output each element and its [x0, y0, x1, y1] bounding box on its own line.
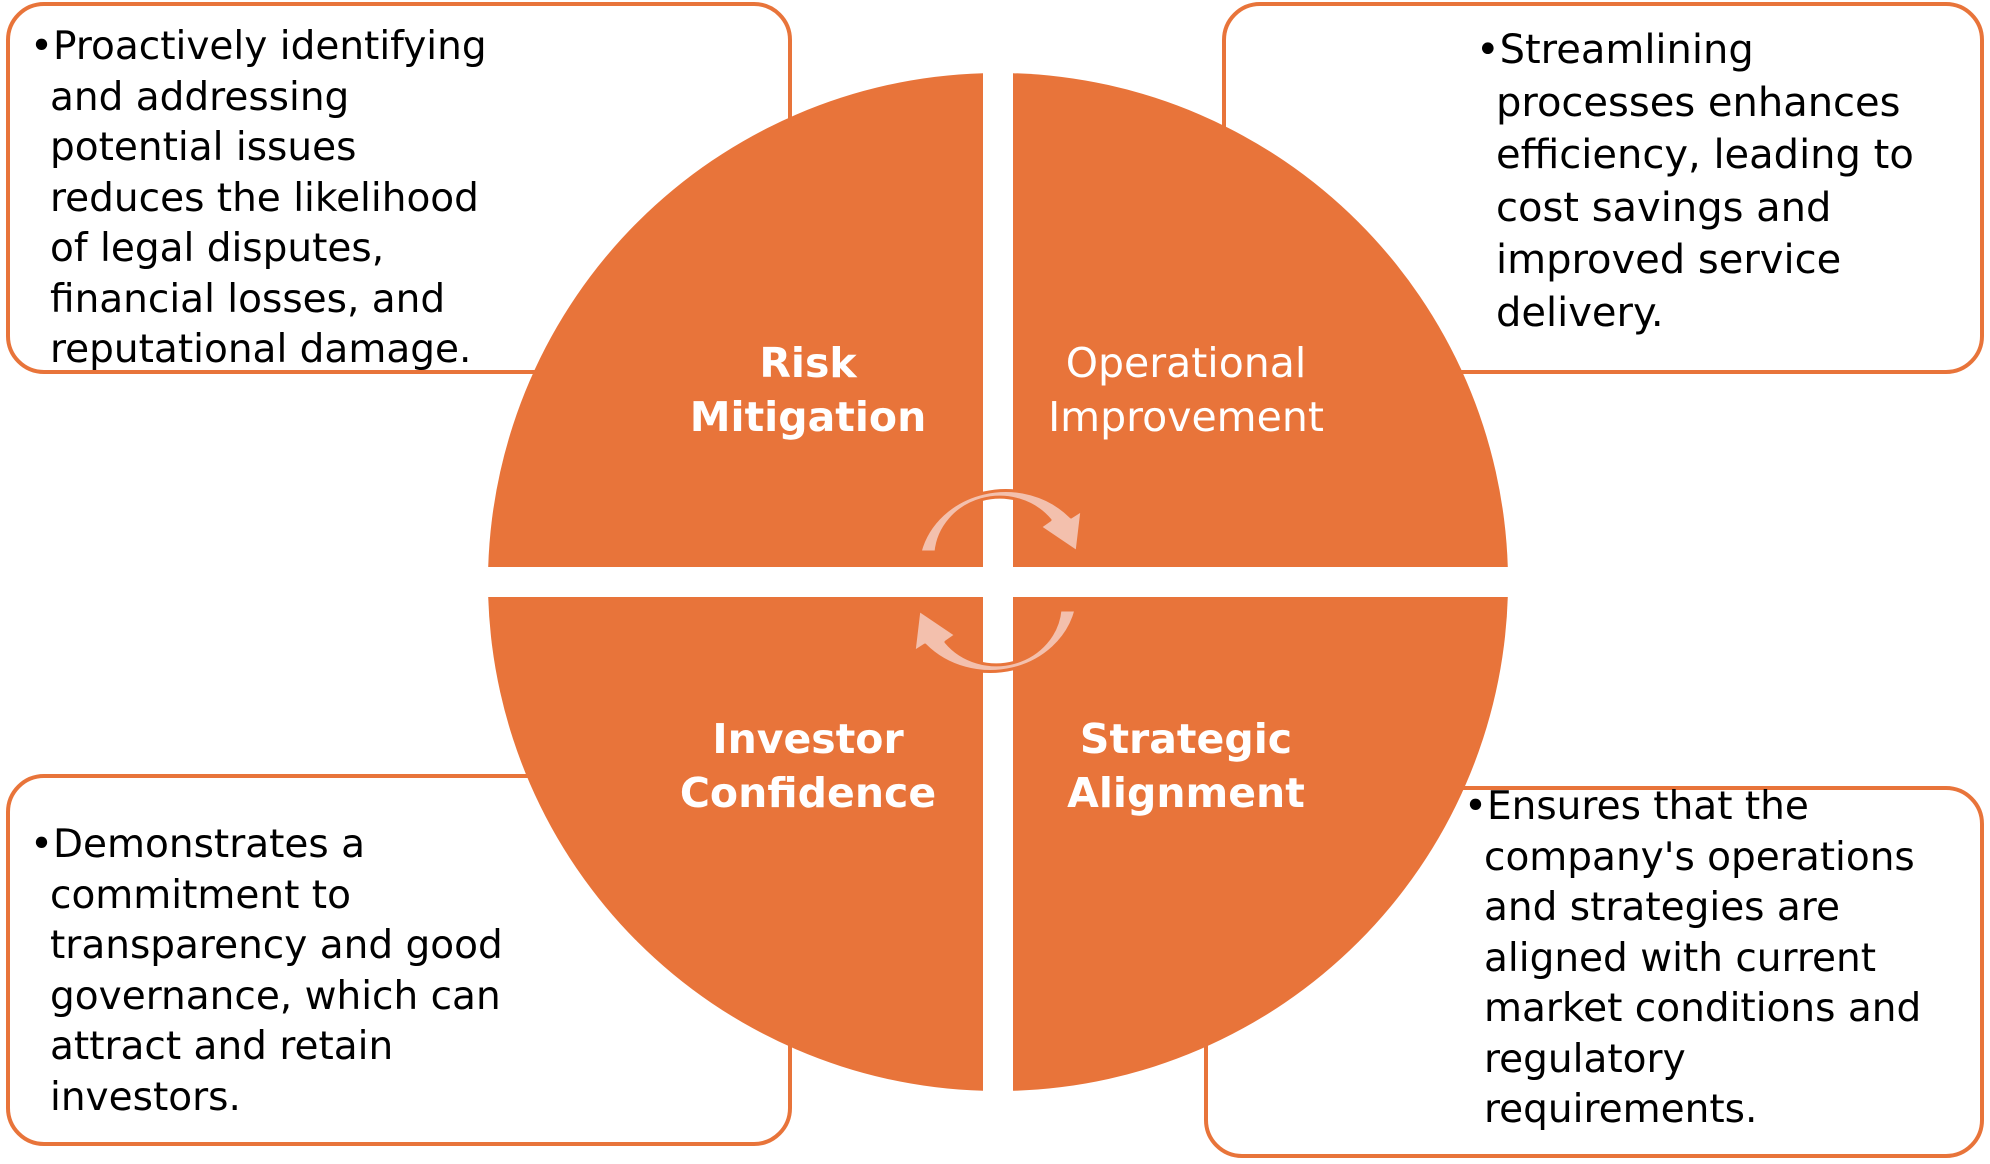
investor-confidence-label-line1: Investor — [712, 715, 904, 763]
cycle-arrow-top-icon — [918, 489, 1084, 554]
investor-confidence-label-line2: Confidence — [680, 769, 936, 817]
strategic-alignment-label-line2: Alignment — [1067, 769, 1305, 817]
quadrant-risk-mitigation — [488, 73, 983, 567]
strategic-alignment-label-line1: Strategic — [1080, 715, 1292, 763]
operational-improvement-label-line2: Improvement — [1048, 393, 1324, 441]
investor-confidence-description: •Demonstrates a commitment to transparen… — [30, 822, 503, 1120]
operational-improvement-label-line1: Operational — [1066, 339, 1307, 387]
strategic-alignment-description: •Ensures that the company's operations a… — [1464, 784, 1922, 1132]
quadrant-operational-improvement — [1013, 73, 1508, 567]
operational-improvement-description: •Streamlining processes enhances efficie… — [1476, 27, 1914, 336]
quadrant-investor-confidence — [488, 597, 983, 1091]
risk-mitigation-label-line2: Mitigation — [690, 393, 927, 441]
risk-mitigation-label-line1: Risk — [759, 339, 858, 387]
cycle-arrow-bottom-icon — [912, 608, 1078, 673]
quadrant-strategic-alignment — [1013, 597, 1508, 1091]
risk-mitigation-description: •Proactively identifying and addressing … — [30, 24, 487, 372]
